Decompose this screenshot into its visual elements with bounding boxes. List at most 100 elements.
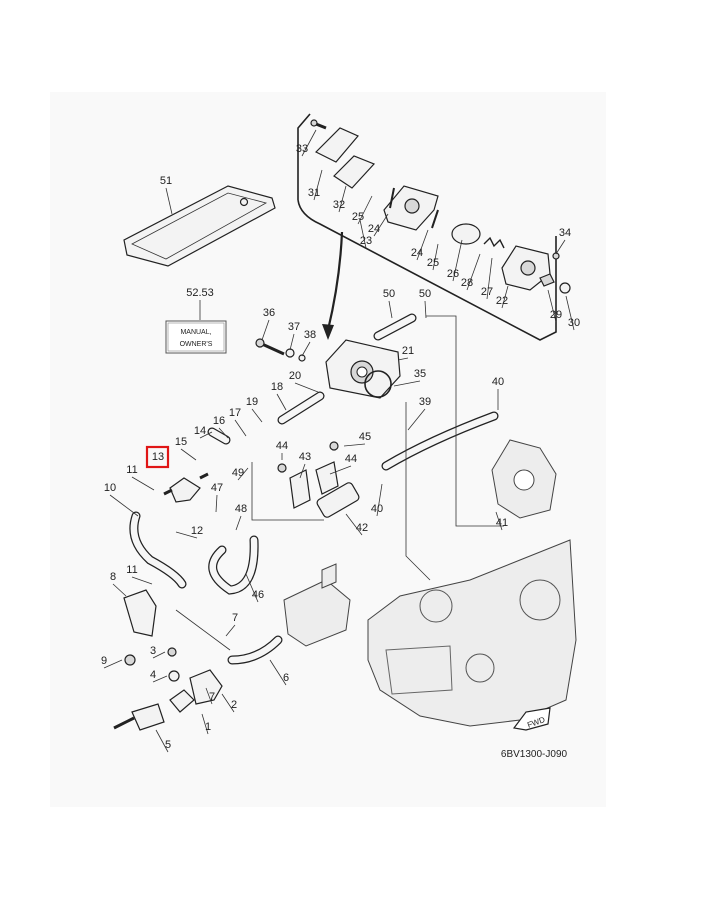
part-number-32[interactable]: 32 xyxy=(333,199,345,211)
drawing-code: 6BV1300-J090 xyxy=(501,749,568,760)
part-number-44[interactable]: 44 xyxy=(345,453,357,465)
leader-line xyxy=(180,448,197,461)
part-number-51[interactable]: 51 xyxy=(160,175,172,187)
part-number-29[interactable]: 29 xyxy=(550,309,562,321)
leader-line xyxy=(251,408,263,423)
leader-line xyxy=(221,693,235,713)
leader-line xyxy=(289,333,295,351)
leader-line xyxy=(112,583,127,597)
leader-line xyxy=(201,713,209,735)
leader-line xyxy=(165,187,173,215)
leader-line xyxy=(131,576,153,585)
engine-block xyxy=(283,539,577,727)
part-number-24[interactable]: 24 xyxy=(411,247,423,259)
part-number-40[interactable]: 40 xyxy=(492,376,504,388)
leader-line xyxy=(155,729,169,753)
part-number-31[interactable]: 31 xyxy=(308,187,320,199)
part-number-labels: 1234567789101111121314151617181920212223… xyxy=(101,129,580,753)
leader-line xyxy=(301,129,317,157)
part-number-52-53[interactable]: 52.53 xyxy=(186,287,214,299)
part-number-8[interactable]: 8 xyxy=(110,571,116,583)
part-number-21[interactable]: 21 xyxy=(402,345,414,357)
leader-line xyxy=(205,687,213,705)
part-number-26[interactable]: 26 xyxy=(447,268,459,280)
leader-line xyxy=(299,463,306,479)
part-number-50[interactable]: 50 xyxy=(383,288,395,300)
part-number-11[interactable]: 11 xyxy=(126,564,137,576)
part-number-22[interactable]: 22 xyxy=(496,295,508,307)
leader-line xyxy=(565,295,575,331)
part-number-28[interactable]: 28 xyxy=(461,277,473,289)
leader-line xyxy=(388,300,393,319)
leader-line xyxy=(357,195,373,225)
part-number-35[interactable]: 35 xyxy=(414,368,426,380)
leader-line xyxy=(234,419,247,437)
leader-line xyxy=(555,239,566,255)
leader-line xyxy=(131,476,155,491)
fuel-pump-exploded-panel xyxy=(297,113,571,341)
part-number-5[interactable]: 5 xyxy=(165,739,171,751)
part-number-7[interactable]: 7 xyxy=(209,691,215,703)
part-number-27[interactable]: 27 xyxy=(481,286,493,298)
part-number-44[interactable]: 44 xyxy=(276,440,288,452)
leader-line xyxy=(452,239,463,282)
part-number-9[interactable]: 9 xyxy=(101,655,107,667)
manual-box-line2: OWNER'S xyxy=(180,341,213,348)
part-number-34[interactable]: 34 xyxy=(559,227,571,239)
part-number-19[interactable]: 19 xyxy=(246,396,258,408)
part-number-10[interactable]: 10 xyxy=(104,482,116,494)
part-number-3[interactable]: 3 xyxy=(150,645,156,657)
part-number-37[interactable]: 37 xyxy=(288,321,300,333)
part-number-4[interactable]: 4 xyxy=(150,669,156,681)
leader-line xyxy=(235,515,242,531)
part-number-40[interactable]: 40 xyxy=(371,503,383,515)
part-number-45[interactable]: 45 xyxy=(359,431,371,443)
part-number-6[interactable]: 6 xyxy=(283,672,289,684)
part-number-38[interactable]: 38 xyxy=(304,329,316,341)
part-number-36[interactable]: 36 xyxy=(263,307,275,319)
part-number-20[interactable]: 20 xyxy=(289,370,301,382)
part-number-17[interactable]: 17 xyxy=(229,407,241,419)
part-number-25[interactable]: 25 xyxy=(352,211,364,223)
part-number-13[interactable]: 13 xyxy=(152,451,164,463)
leader-line xyxy=(495,511,503,531)
part-number-23[interactable]: 23 xyxy=(360,235,372,247)
leader-line xyxy=(416,229,429,261)
leader-line xyxy=(501,285,509,309)
part-number-15[interactable]: 15 xyxy=(175,436,187,448)
leader-line xyxy=(199,431,213,439)
part-number-48[interactable]: 48 xyxy=(235,503,247,515)
reference-lines xyxy=(175,315,504,651)
part-number-7[interactable]: 7 xyxy=(232,612,238,624)
leader-line xyxy=(225,624,236,637)
part-number-24[interactable]: 24 xyxy=(368,223,380,235)
part-number-2[interactable]: 2 xyxy=(231,699,237,711)
part-number-16[interactable]: 16 xyxy=(213,415,225,427)
part-number-50[interactable]: 50 xyxy=(419,288,431,300)
part-number-47[interactable]: 47 xyxy=(211,482,223,494)
leader-line xyxy=(313,169,323,201)
leader-line xyxy=(109,494,139,517)
leader-line xyxy=(407,408,426,431)
part-number-39[interactable]: 39 xyxy=(419,396,431,408)
part-number-14[interactable]: 14 xyxy=(194,425,206,437)
leader-line xyxy=(215,494,218,513)
part-number-49[interactable]: 49 xyxy=(232,467,244,479)
part-number-30[interactable]: 30 xyxy=(568,317,580,329)
highlighted-part-box xyxy=(145,445,170,469)
carburetor xyxy=(491,439,557,519)
filter-assembly xyxy=(277,441,360,518)
part-number-42[interactable]: 42 xyxy=(356,522,368,534)
leader-line xyxy=(329,465,352,475)
part-number-11[interactable]: 11 xyxy=(126,464,137,476)
part-number-33[interactable]: 33 xyxy=(296,143,308,155)
part-number-12[interactable]: 12 xyxy=(191,525,203,537)
part-number-46[interactable]: 46 xyxy=(252,589,264,601)
part-number-25[interactable]: 25 xyxy=(427,257,439,269)
part-number-43[interactable]: 43 xyxy=(299,451,311,463)
part-number-18[interactable]: 18 xyxy=(271,381,283,393)
part-number-41[interactable]: 41 xyxy=(496,517,508,529)
part-number-1[interactable]: 1 xyxy=(205,721,211,733)
owners-manual-box: MANUAL, OWNER'S xyxy=(165,320,227,354)
